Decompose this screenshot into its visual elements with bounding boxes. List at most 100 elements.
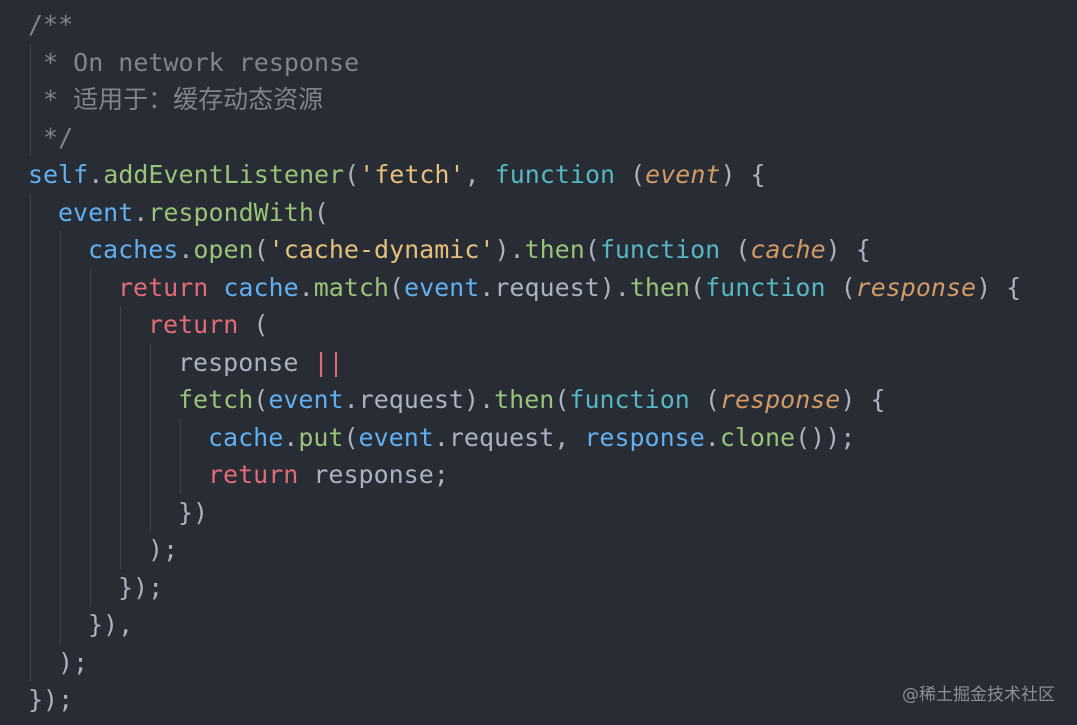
code-token: response [584,422,705,452]
code-line-content: * On network response [28,44,359,82]
indent-guide [150,418,151,456]
code-token: response [178,347,299,377]
code-line-content: }), [88,606,133,644]
code-line: return ( [28,306,1077,344]
code-line: }), [28,606,1077,644]
code-line: event.respondWith( [28,193,1077,231]
code-line-content: }) [178,494,208,532]
code-token: response [855,272,977,302]
indent-guide [60,568,61,606]
code-token: event [645,160,721,189]
code-line-content: return ( [148,306,268,344]
code-token: ( [689,385,720,414]
code-line-content: return cache.match(event.request).then(f… [118,269,1021,307]
code-line-content: /** [28,6,73,44]
code-token: event [404,272,480,302]
indent-guide [30,606,31,644]
code-token: }); [28,685,74,714]
code-token: ( [615,160,646,189]
code-line: caches.open('cache-dynamic').then(functi… [28,231,1077,269]
code-line-content: response || [178,344,344,382]
code-line-content: ); [148,531,178,569]
code-token: , [464,160,495,189]
code-token: ( [825,272,856,302]
code-line-content: }); [28,681,73,719]
code-token: ); [58,647,89,677]
code-token: . [433,422,449,452]
code-token: ( [253,385,269,414]
code-line: }); [28,681,1077,719]
code-line: cache.put(event.request, response.clone(… [28,418,1077,457]
indent-guide [90,306,91,344]
indent-guide [30,193,31,231]
indent-guide [120,418,121,456]
code-token: ( [313,197,329,227]
code-token: ( [343,422,359,452]
code-token: return [148,310,239,339]
indent-guide [90,268,91,306]
code-line: */ [28,118,1077,157]
code-token: ) { [840,385,886,414]
indent-guide [150,493,151,531]
code-token: ( [720,235,751,264]
indent-guide [30,381,31,419]
indent-guide [60,306,61,344]
code-line-content: */ [28,119,73,157]
code-token: ) { [825,235,871,264]
code-token: 'cache-dynamic' [268,235,495,264]
indent-guide [150,456,151,494]
indent-guide [30,268,31,306]
indent-guide [60,531,61,569]
code-token: ); [148,535,179,564]
code-token: then [524,235,585,264]
code-token: then [629,272,691,302]
code-token: function [569,385,690,414]
indent-guide [30,568,31,606]
indent-guide [30,306,31,344]
code-area[interactable]: /** * On network response * 适用于：缓存动态资源 *… [28,6,1077,719]
indent-guide [60,268,61,306]
code-token: event [358,422,434,452]
code-token: request [358,385,465,414]
code-token: /** [28,10,74,39]
code-token: || [313,347,344,377]
code-token: match [313,272,389,302]
code-token: ( [690,272,706,302]
code-token: self [28,160,89,189]
indent-guide [30,343,31,381]
code-token: ( [554,385,570,414]
code-token: return [208,460,299,489]
indent-guide [90,456,91,494]
indent-guide [180,418,181,456]
code-token: ( [238,310,269,339]
code-token: response; [298,460,449,489]
code-token: clone [719,422,796,452]
code-token: ) { [976,272,1022,302]
code-token: event [268,385,344,414]
code-token: ( [388,272,405,302]
code-token: , [554,422,585,452]
code-line: * On network response [28,43,1077,82]
code-token: cache [223,272,299,302]
code-token: . [343,385,359,414]
code-token: response [719,385,841,414]
code-token: ()); [795,422,856,452]
indent-guide [120,306,121,344]
indent-guide [90,381,91,419]
code-token: then [494,385,555,414]
indent-guide [120,343,121,381]
code-line-content: return response; [208,456,449,494]
code-token [298,348,313,377]
code-token: request [494,272,600,302]
code-line-content: cache.put(event.request, response.clone(… [208,419,855,457]
indent-guide [90,531,91,569]
indent-guide [90,568,91,606]
code-line: }) [28,493,1077,532]
indent-guide [30,643,31,681]
indent-guide [90,418,91,456]
code-token: return [118,272,209,302]
indent-guide [30,43,31,81]
indent-guide [30,231,31,269]
code-token: */ [28,122,74,152]
